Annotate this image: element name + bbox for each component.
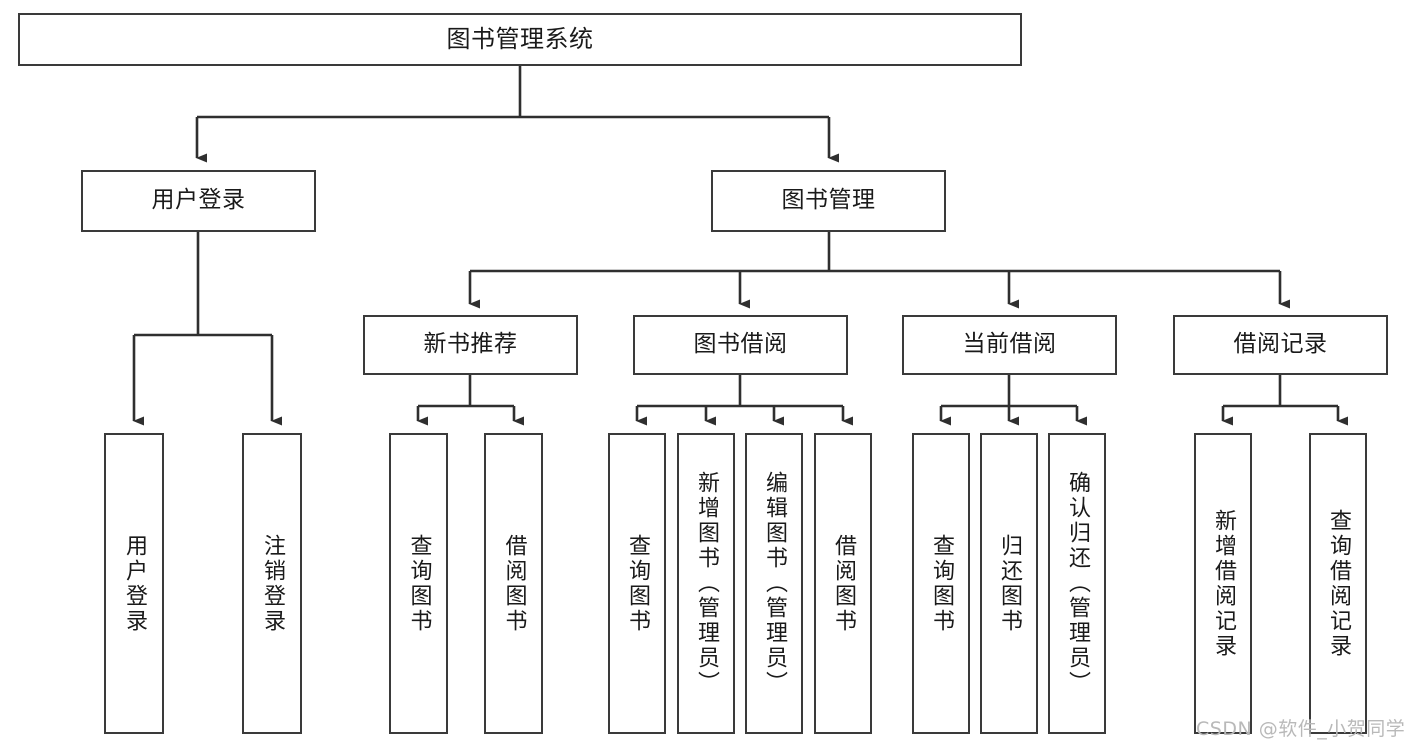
node-leaf-book-borrow-query[interactable]: 查询图书 [608,433,666,734]
node-current-borrow[interactable]: 当前借阅 [902,315,1117,375]
node-leaf-new-book-query[interactable]: 查询图书 [389,433,448,734]
node-leaf-book-borrow-borrow[interactable]: 借阅图书 [814,433,872,734]
node-current-borrow-label: 当前借阅 [962,331,1057,358]
node-user-login-label: 用户登录 [151,187,246,214]
node-leaf-current-borrow-query[interactable]: 查询图书 [912,433,970,734]
node-root-book-management-system[interactable]: 图书管理系统 [18,13,1022,66]
node-borrow-record-label: 借阅记录 [1233,331,1328,358]
node-leaf-label: 查询图书 [406,533,432,634]
node-leaf-label: 查询借阅记录 [1325,508,1351,659]
node-leaf-current-borrow-confirm[interactable]: 确认归还（管理员） [1048,433,1106,734]
node-leaf-label: 借阅图书 [501,533,527,634]
node-leaf-label: 确认归还（管理员） [1064,471,1090,696]
node-leaf-book-borrow-add[interactable]: 新增图书（管理员） [677,433,735,734]
node-leaf-label: 新增图书（管理员） [693,471,719,696]
node-book-management[interactable]: 图书管理 [711,170,946,232]
node-book-borrow-label: 图书借阅 [693,331,788,358]
node-leaf-label: 借阅图书 [830,533,856,634]
node-leaf-label: 编辑图书（管理员） [761,471,787,696]
node-leaf-book-borrow-edit[interactable]: 编辑图书（管理员） [745,433,803,734]
node-book-borrow[interactable]: 图书借阅 [633,315,848,375]
node-leaf-user-login-logout[interactable]: 注销登录 [242,433,302,734]
node-leaf-label: 新增借阅记录 [1210,508,1236,659]
node-leaf-label: 用户登录 [121,533,147,634]
node-leaf-user-login-login[interactable]: 用户登录 [104,433,164,734]
node-leaf-label: 查询图书 [624,533,650,634]
node-leaf-label: 归还图书 [996,533,1022,634]
node-leaf-borrow-record-add[interactable]: 新增借阅记录 [1194,433,1252,734]
node-leaf-label: 注销登录 [259,533,285,634]
node-book-management-label: 图书管理 [781,187,876,214]
node-leaf-new-book-borrow[interactable]: 借阅图书 [484,433,543,734]
node-new-book-recommend-label: 新书推荐 [423,331,518,358]
node-leaf-current-borrow-return[interactable]: 归还图书 [980,433,1038,734]
node-leaf-borrow-record-query[interactable]: 查询借阅记录 [1309,433,1367,734]
node-leaf-label: 查询图书 [928,533,954,634]
node-new-book-recommend[interactable]: 新书推荐 [363,315,578,375]
node-user-login[interactable]: 用户登录 [81,170,316,232]
node-borrow-record[interactable]: 借阅记录 [1173,315,1388,375]
node-root-label: 图书管理系统 [446,25,594,54]
